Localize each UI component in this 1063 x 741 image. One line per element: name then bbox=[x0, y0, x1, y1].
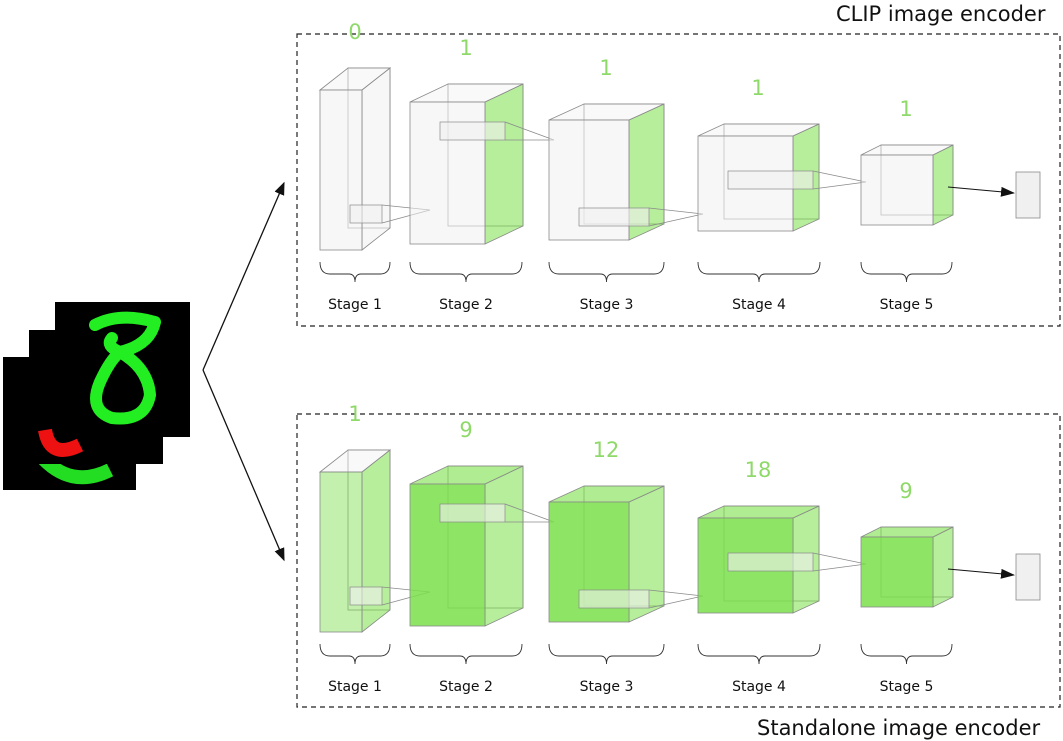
stage-5-count: 9 bbox=[876, 479, 936, 503]
output-arrow bbox=[948, 187, 1014, 193]
stage-1-count: 1 bbox=[325, 402, 385, 426]
stage-box-5 bbox=[861, 145, 1040, 282]
stage-brace bbox=[410, 262, 522, 282]
stage-box-3 bbox=[549, 104, 703, 282]
stage-5-label: Stage 5 bbox=[847, 679, 967, 695]
stage-brace bbox=[549, 644, 664, 664]
clip-encoder-title: CLIP image encoder bbox=[836, 2, 1046, 26]
stage-brace bbox=[320, 644, 390, 664]
stage-2-label: Stage 2 bbox=[406, 297, 526, 313]
stage-4-label: Stage 4 bbox=[699, 679, 819, 695]
arrow-to-standalone bbox=[203, 370, 284, 560]
stage-1-label: Stage 1 bbox=[295, 297, 415, 313]
stage-5-count: 1 bbox=[876, 97, 936, 121]
stage-1-count: 0 bbox=[325, 20, 385, 44]
stage-2-label: Stage 2 bbox=[406, 679, 526, 695]
stage-brace bbox=[320, 262, 390, 282]
kernel-patch bbox=[579, 208, 649, 226]
standalone-encoder-title: Standalone image encoder bbox=[757, 716, 1040, 740]
stage-brace bbox=[410, 644, 522, 664]
stage-brace bbox=[861, 644, 952, 664]
kernel-patch bbox=[440, 504, 505, 522]
stage-brace bbox=[861, 262, 952, 282]
stage-box-4 bbox=[698, 506, 866, 664]
arrow-to-clip bbox=[203, 183, 284, 370]
stage-box-5 bbox=[861, 527, 1040, 664]
output-vector bbox=[1016, 172, 1040, 218]
stage-box-2 bbox=[410, 466, 554, 664]
output-arrow bbox=[948, 569, 1014, 575]
output-vector bbox=[1016, 554, 1040, 600]
stage-brace bbox=[698, 644, 820, 664]
projection-line bbox=[813, 171, 866, 189]
stage-4-label: Stage 4 bbox=[699, 297, 819, 313]
projection-line bbox=[813, 553, 866, 571]
stage-4-count: 1 bbox=[728, 76, 788, 100]
stage-3-count: 1 bbox=[576, 56, 636, 80]
stage-box-2 bbox=[410, 84, 554, 282]
kernel-patch bbox=[728, 553, 813, 571]
stage-brace bbox=[549, 262, 664, 282]
input-image-stack bbox=[3, 302, 190, 490]
stage-brace bbox=[698, 262, 820, 282]
kernel-patch bbox=[579, 590, 649, 608]
stage-1-label: Stage 1 bbox=[295, 679, 415, 695]
stage-3-count: 12 bbox=[576, 438, 636, 462]
kernel-patch bbox=[350, 587, 382, 605]
kernel-patch bbox=[350, 205, 382, 223]
stage-2-count: 1 bbox=[436, 36, 496, 60]
stage-3-label: Stage 3 bbox=[547, 297, 667, 313]
stage-3-label: Stage 3 bbox=[547, 679, 667, 695]
stage-5-label: Stage 5 bbox=[847, 297, 967, 313]
stage-box-3 bbox=[549, 486, 703, 664]
stage-4-count: 18 bbox=[728, 458, 788, 482]
stage-2-count: 9 bbox=[436, 418, 496, 442]
stage-box-4 bbox=[698, 124, 866, 282]
kernel-patch bbox=[440, 122, 505, 140]
kernel-patch bbox=[728, 171, 813, 189]
